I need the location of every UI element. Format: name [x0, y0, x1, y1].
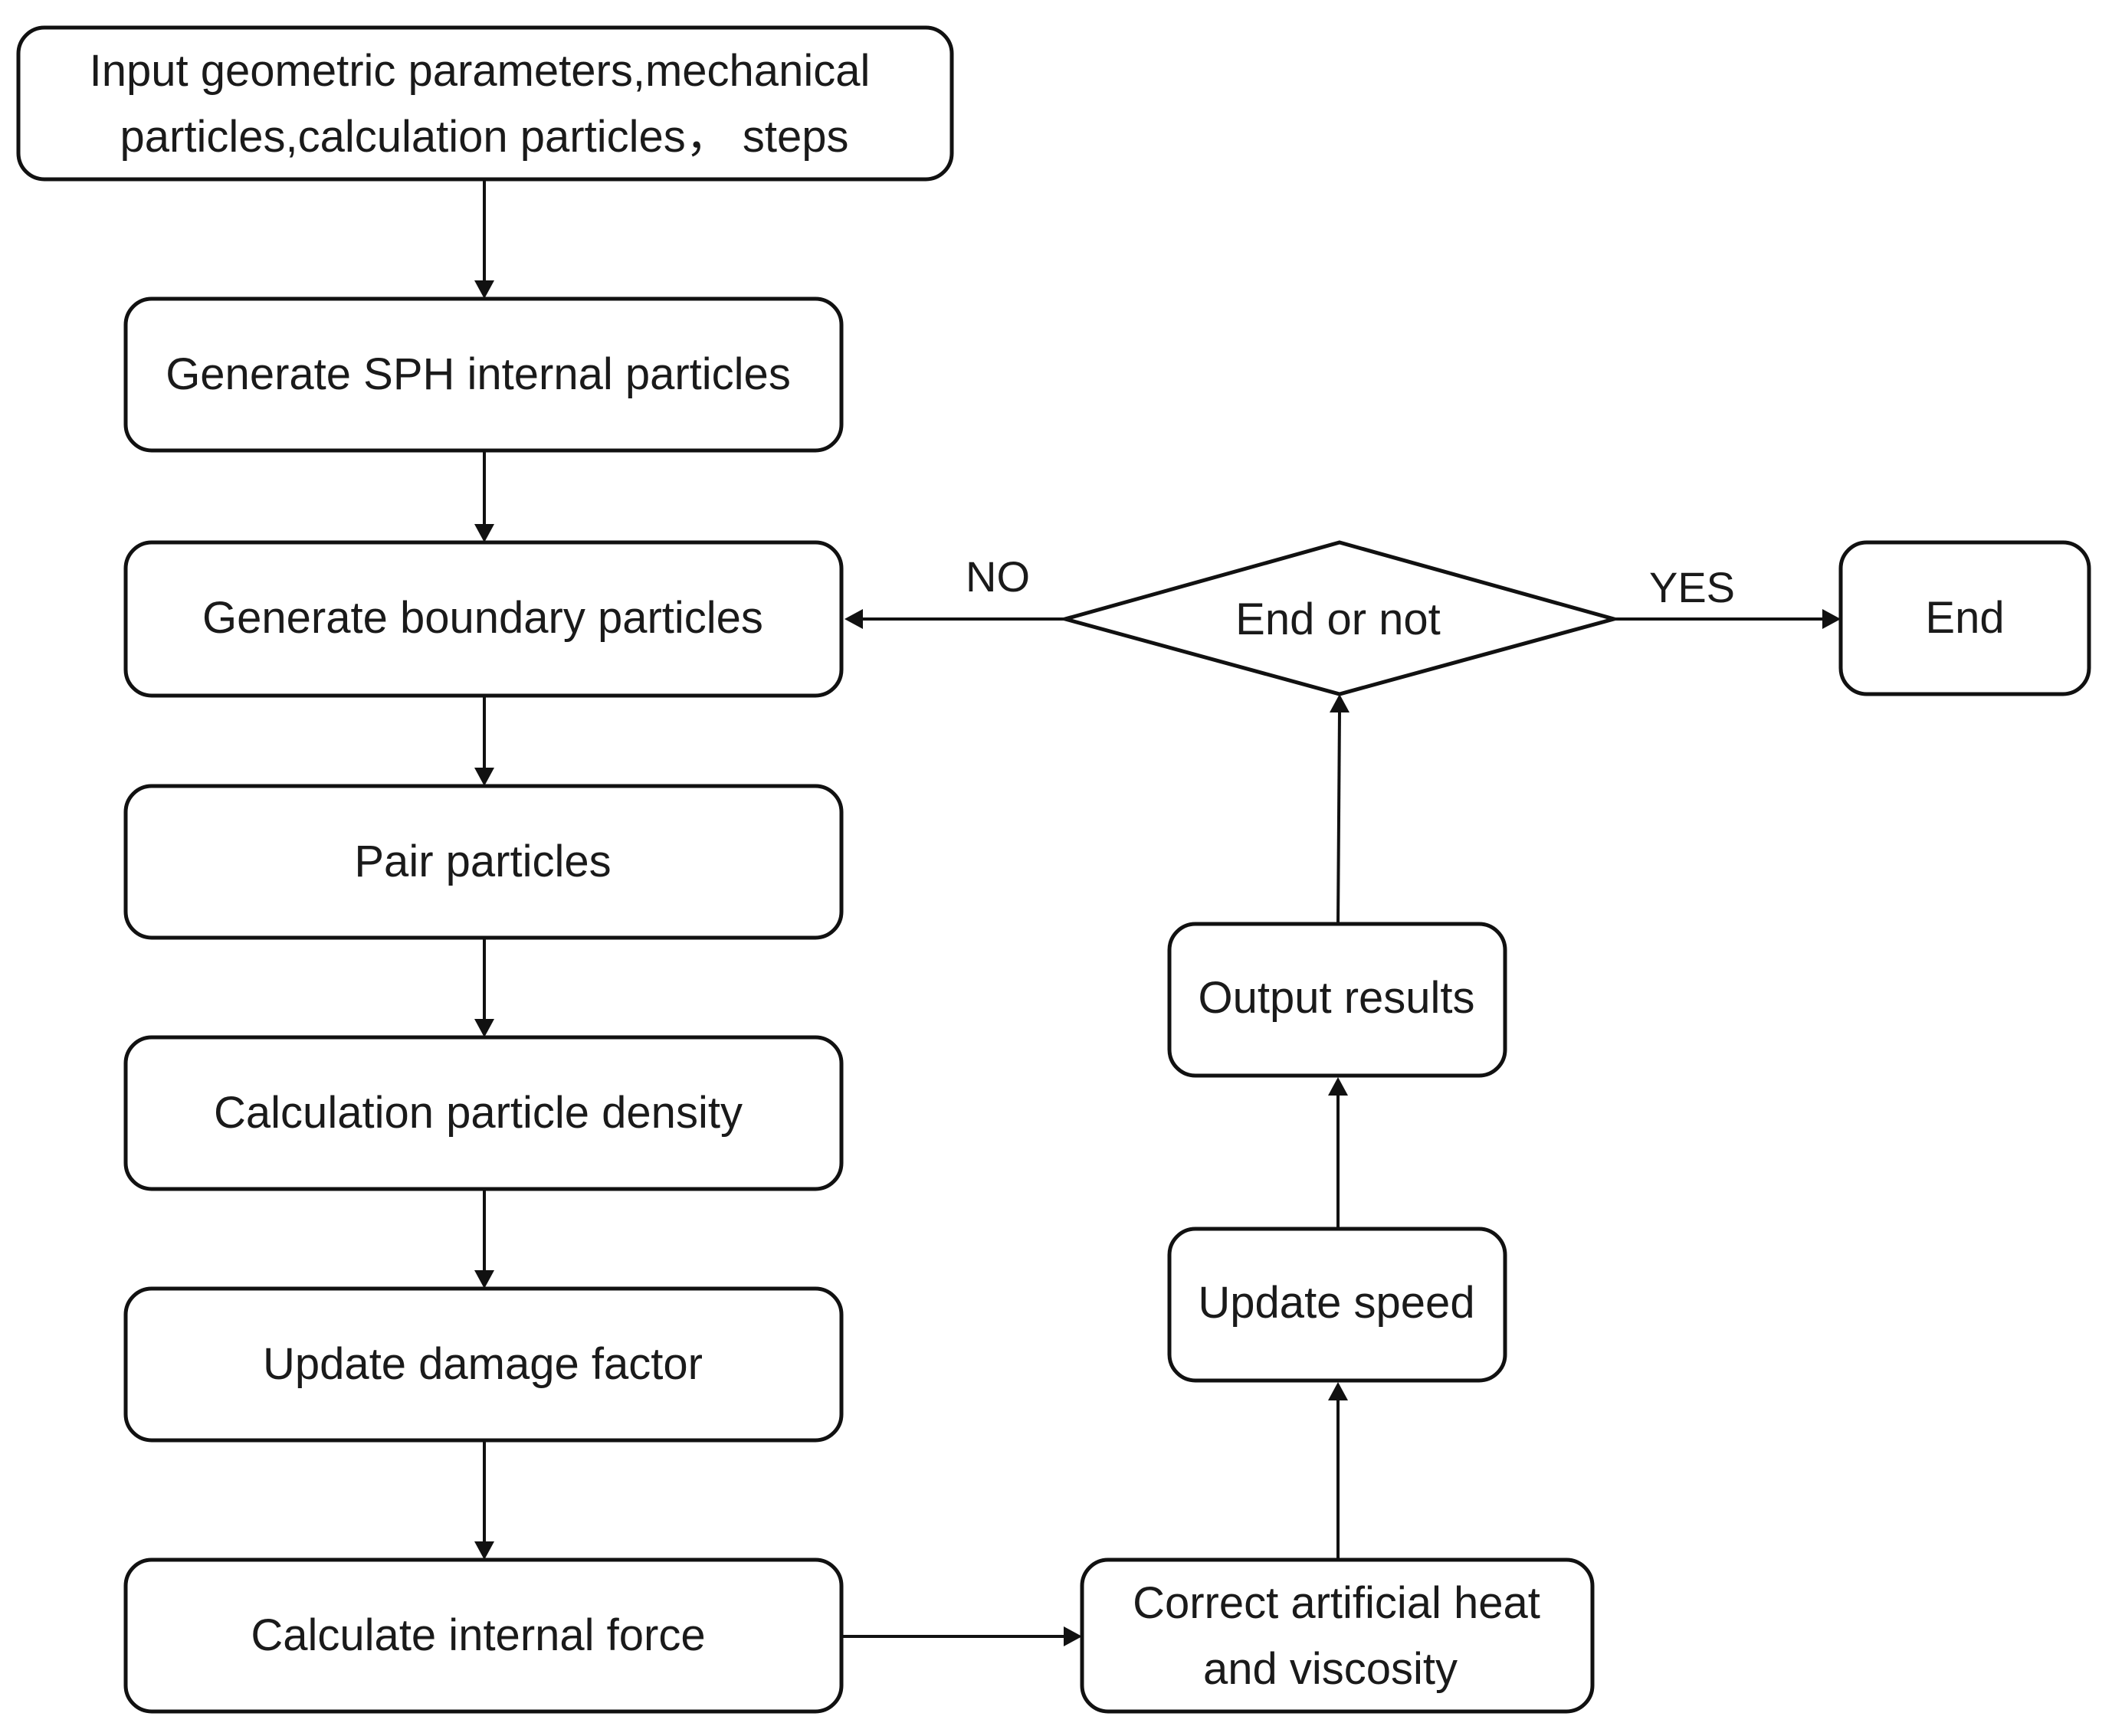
particle-density-box [123, 1035, 844, 1191]
arrowhead-icon [1328, 1382, 1348, 1400]
arrowhead-icon [1330, 694, 1350, 712]
end-box [1838, 540, 2091, 696]
node-generate-boundary: Generate boundary particles [123, 540, 844, 698]
damage-factor-box [123, 1286, 844, 1443]
correct-line-2: and viscosity [1203, 1644, 1458, 1694]
internal-force-box [123, 1557, 844, 1714]
node-update-speed: Update speed [1167, 1227, 1507, 1383]
arrowhead-icon [474, 768, 494, 786]
update-speed-box [1167, 1227, 1507, 1383]
update-speed-label: Update speed [1198, 1278, 1474, 1328]
node-internal-force: Calculate internal force [123, 1557, 844, 1714]
node-generate-internal: Generate SPH internal particles [123, 296, 844, 453]
node-output-results: Output results [1167, 922, 1507, 1078]
arrowhead-icon [474, 1541, 494, 1560]
correct-heat-viscosity-box [1080, 1557, 1595, 1714]
pair-particles-label: Pair particles [354, 837, 611, 886]
generate-boundary-box [123, 540, 844, 698]
particle-density-label: Calculation particle density [214, 1088, 743, 1138]
node-pair-particles: Pair particles [123, 784, 844, 940]
correct-line-1: Correct artificial heat [1133, 1578, 1540, 1628]
output-results-label: Output results [1198, 973, 1474, 1023]
pair-particles-box [123, 784, 844, 940]
end-label: End [1925, 593, 2004, 643]
input-line-2: particles,calculation particles， steps [120, 112, 849, 162]
edges: NO YES [474, 179, 1841, 1646]
generate-boundary-label: Generate boundary particles [202, 593, 763, 643]
internal-force-label: Calculate internal force [251, 1610, 705, 1660]
input-box [16, 25, 954, 182]
arrowhead-icon [1822, 609, 1841, 629]
node-damage-factor: Update damage factor [123, 1286, 844, 1443]
generate-internal-box [123, 296, 844, 453]
generate-internal-label: Generate SPH internal particles [166, 349, 791, 399]
node-particle-density: Calculation particle density [123, 1035, 844, 1191]
edge-label-yes: YES [1649, 563, 1735, 611]
output-results-box [1167, 922, 1507, 1078]
arrowhead-icon [474, 280, 494, 299]
input-line-1: Input geometric parameters,mechanical [90, 46, 871, 96]
damage-factor-label: Update damage factor [263, 1339, 703, 1389]
decision-label: End or not [1235, 594, 1441, 644]
arrowhead-icon [844, 609, 863, 629]
arrowhead-icon [1064, 1626, 1082, 1646]
node-input: Input geometric parameters,mechanical pa… [16, 25, 954, 182]
edge-label-no: NO [966, 552, 1030, 601]
node-end: End [1838, 540, 2091, 696]
arrowhead-icon [474, 1270, 494, 1289]
node-correct-heat-viscosity: Correct artificial heat and viscosity [1080, 1557, 1595, 1714]
arrowhead-icon [474, 1019, 494, 1037]
arrow-output-to-decision [1336, 710, 1341, 925]
arrowhead-icon [1328, 1077, 1348, 1096]
node-decision: End or not [1058, 540, 1622, 696]
arrowhead-icon [474, 524, 494, 542]
decision-diamond [1058, 540, 1622, 696]
